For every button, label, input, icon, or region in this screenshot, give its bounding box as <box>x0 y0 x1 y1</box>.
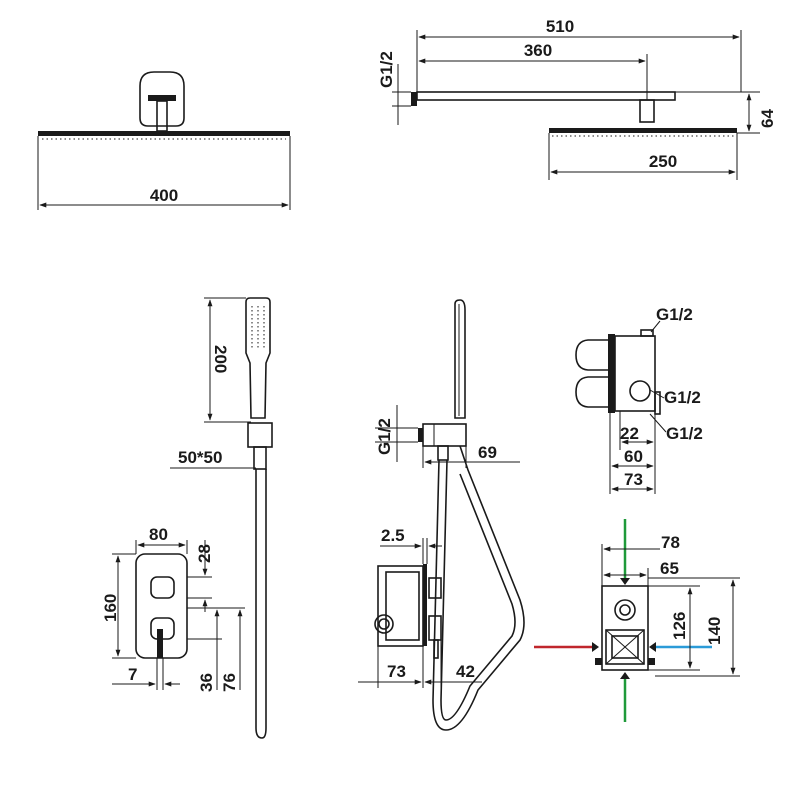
side-hand-shower <box>454 299 466 419</box>
valve-side-view: G1/2 69 2.5 73 42 <box>358 299 525 731</box>
label-g12-top: G1/2 <box>656 305 693 324</box>
upper-cartridge-cap <box>575 339 610 371</box>
side-bracket <box>422 423 467 447</box>
side-rain-head-plate <box>549 128 737 133</box>
cartridge-diagonal <box>605 629 645 665</box>
mounting-plate-top <box>608 334 615 413</box>
dim-126: 126 <box>670 612 689 640</box>
mounting-tab-right <box>648 658 655 665</box>
label-g12-mid: G1/2 <box>664 388 701 407</box>
side-wall-plate <box>423 564 427 646</box>
valve-body-top <box>614 335 656 412</box>
hand-shower-nozzles <box>251 306 265 350</box>
dim-200: 200 <box>211 345 230 373</box>
dim-400: 400 <box>150 186 178 205</box>
lower-handle-lever <box>157 629 163 658</box>
hand-shower-head <box>245 297 271 419</box>
valve-body-box <box>377 565 424 647</box>
leader-line <box>649 389 665 399</box>
dim-73-side: 73 <box>387 662 406 681</box>
shower-arm-flange <box>139 71 185 127</box>
arm-connector <box>148 95 176 101</box>
dim-510: 510 <box>546 17 574 36</box>
dim-42: 42 <box>456 662 475 681</box>
valve-front-port-inner <box>619 604 631 616</box>
valve-body-inner <box>385 571 420 641</box>
arrow-bottom <box>620 672 630 679</box>
side-lower-spout <box>433 639 439 659</box>
arrow-top <box>620 578 630 585</box>
side-hose-nut <box>437 445 449 461</box>
arrow-right <box>649 642 656 652</box>
dim-65: 65 <box>660 559 679 578</box>
side-thread-g12: G1/2 <box>375 418 394 455</box>
dim-250: 250 <box>649 152 677 171</box>
diverter-circle <box>629 380 651 402</box>
wall-plate-front-view: 80 160 28 36 76 7 <box>101 525 245 692</box>
valve-front-cartridge-inner <box>611 635 639 659</box>
dim-50x50: 50*50 <box>178 448 222 467</box>
dim-160: 160 <box>101 594 120 622</box>
top-port <box>640 329 654 337</box>
dim-360: 360 <box>524 41 552 60</box>
dim-22: 22 <box>620 424 639 443</box>
valve-outlet-core <box>378 618 390 630</box>
dim-73-top: 73 <box>624 470 643 489</box>
wall-thread <box>411 92 417 106</box>
side-upper-handle <box>428 577 442 599</box>
side-wall-thread <box>418 428 423 442</box>
dim-36: 36 <box>197 673 216 692</box>
rain-shower-side-view: 510 360 G1/2 64 250 <box>377 17 777 180</box>
arrow-left <box>592 642 599 652</box>
dim-7: 7 <box>128 665 137 684</box>
rain-head-plate <box>38 131 290 136</box>
dim-76: 76 <box>220 673 239 692</box>
dim-140: 140 <box>705 617 724 645</box>
upper-handle <box>150 576 175 599</box>
dim-78: 78 <box>661 533 680 552</box>
mounting-tab-left <box>595 658 602 665</box>
side-port <box>654 391 661 415</box>
dim-64: 64 <box>758 109 777 128</box>
valve-front-cartridge <box>605 629 645 665</box>
dim-80: 80 <box>149 525 168 544</box>
dim-2-5: 2.5 <box>381 526 405 545</box>
lower-cartridge-cap <box>575 376 610 408</box>
arm-joint <box>639 99 655 123</box>
shower-hose <box>255 469 267 739</box>
valve-body-front-view: 78 65 126 140 <box>534 519 740 722</box>
dim-28: 28 <box>195 544 214 563</box>
dim-60: 60 <box>624 447 643 466</box>
hand-shower-bracket <box>247 422 273 448</box>
rain-shower-front-view: 400 <box>37 71 291 210</box>
bracket-mount <box>253 446 267 470</box>
leader-line <box>649 413 667 433</box>
valve-body-top-view: G1/2 G1/2 G1/2 22 60 73 <box>575 305 703 494</box>
valve-front-port-outer <box>614 599 636 621</box>
shower-arm <box>416 91 676 101</box>
hand-shower-front-view: 200 50*50 <box>170 297 273 739</box>
valve-front-body <box>601 585 649 671</box>
valve-outlet-ring <box>374 614 394 634</box>
dim-69: 69 <box>478 443 497 462</box>
side-hose <box>432 445 525 731</box>
leader-line <box>650 320 661 333</box>
label-g12-bottom: G1/2 <box>666 424 703 443</box>
thread-g12: G1/2 <box>377 51 396 88</box>
